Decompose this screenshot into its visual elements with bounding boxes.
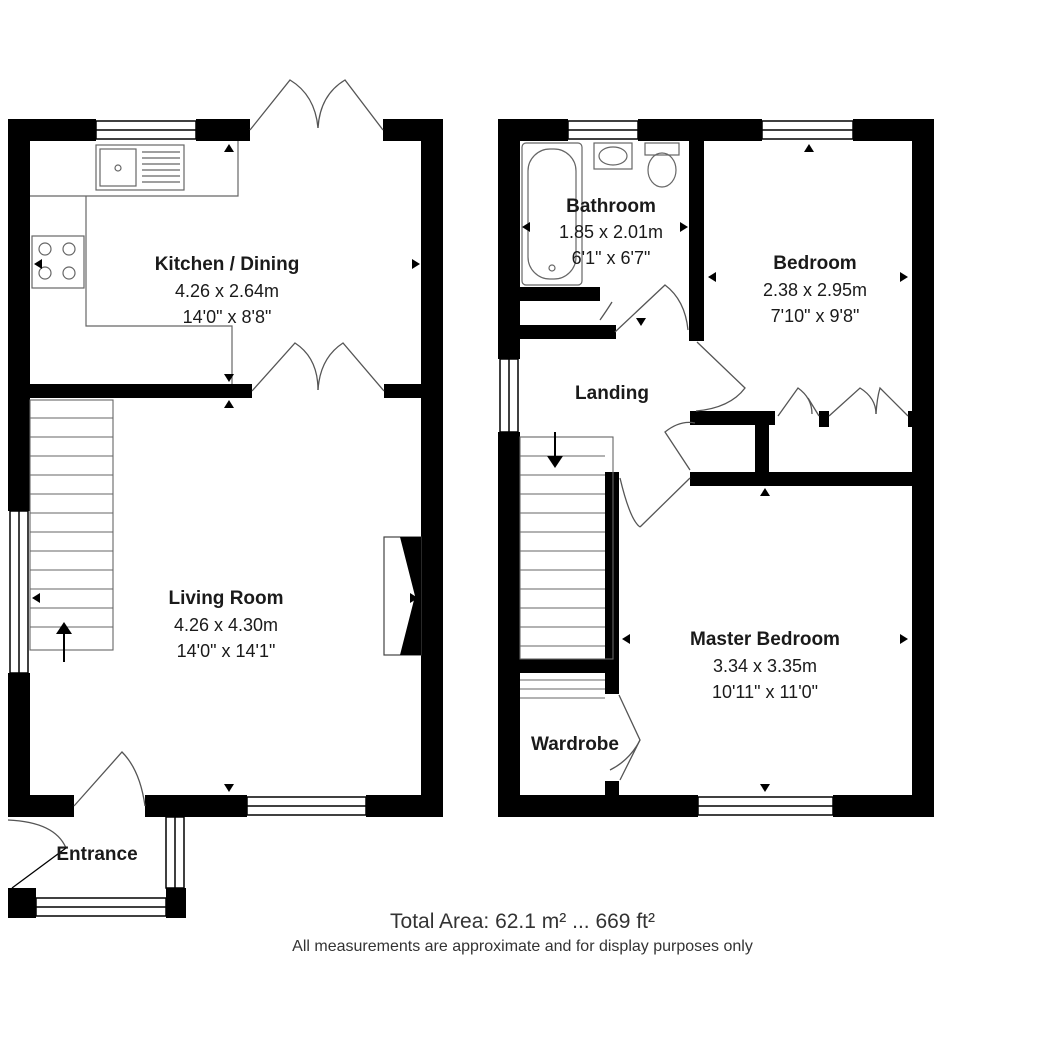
master-bedroom-label: Master Bedroom — [690, 629, 840, 650]
kitchen-imperial: 14'0" x 8'8" — [183, 307, 272, 327]
entrance-label: Entrance — [56, 844, 137, 865]
landing-label: Landing — [575, 383, 649, 404]
bedroom-label: Bedroom — [773, 253, 856, 274]
bathroom-label: Bathroom — [566, 196, 656, 217]
ground-floor-stairs — [29, 399, 114, 651]
ground-floor-doors — [7, 79, 385, 889]
bathroom-fixtures — [521, 142, 680, 286]
first-floor-walls — [498, 119, 934, 817]
stairs-up-arrow-icon — [56, 622, 72, 662]
total-area: Total Area: 62.1 m² ... 669 ft² — [390, 910, 655, 933]
first-floor-stairs — [519, 436, 614, 699]
living-room-imperial: 14'0" x 14'1" — [177, 641, 276, 661]
master-bedroom-metric: 3.34 x 3.35m — [713, 656, 817, 676]
stairs-down-arrow-icon — [547, 432, 563, 468]
kitchen-label: Kitchen / Dining — [155, 254, 300, 275]
kitchen-fixtures — [30, 141, 239, 384]
disclaimer: All measurements are approximate and for… — [292, 938, 753, 955]
first-floor-doors — [599, 284, 909, 781]
living-room-label: Living Room — [168, 588, 283, 609]
ground-floor-walls — [8, 119, 443, 918]
master-bedroom-imperial: 10'11" x 11'0" — [712, 682, 818, 702]
bathroom-metric: 1.85 x 2.01m — [559, 222, 663, 242]
bedroom-metric: 2.38 x 2.95m — [763, 280, 867, 300]
ground-floor-windows — [9, 120, 367, 917]
bathroom-imperial: 6'1" x 6'7" — [572, 248, 651, 268]
kitchen-metric: 4.26 x 2.64m — [175, 281, 279, 301]
living-fixtures — [383, 536, 422, 656]
living-room-metric: 4.26 x 4.30m — [174, 615, 278, 635]
first-floor-windows — [499, 120, 854, 816]
wardrobe-label: Wardrobe — [531, 734, 619, 755]
measurement-markers — [32, 144, 908, 792]
bedroom-imperial: 7'10" x 9'8" — [771, 306, 860, 326]
